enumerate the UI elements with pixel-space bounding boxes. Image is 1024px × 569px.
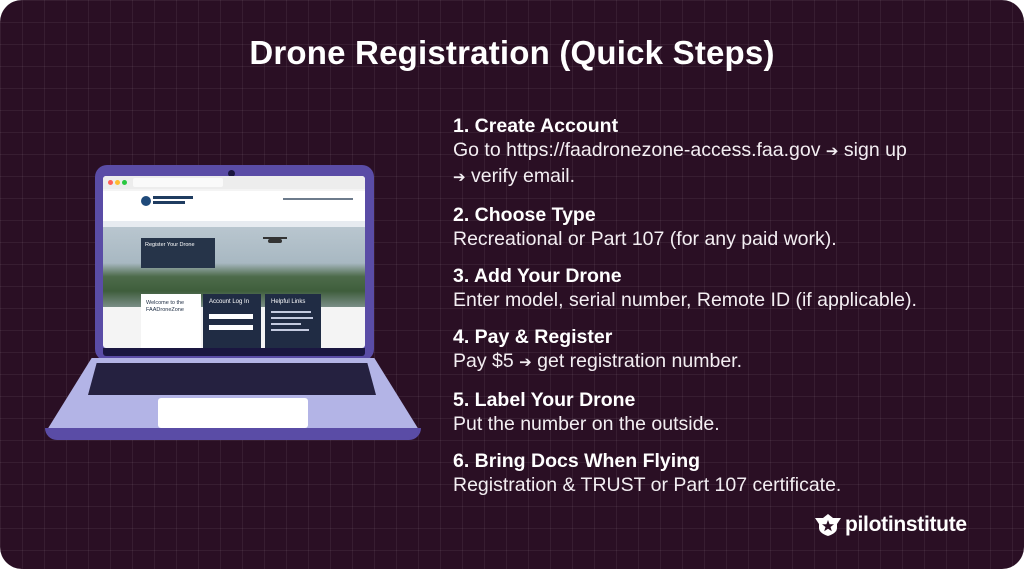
laptop-bezel: [103, 348, 365, 356]
browser-bar: [103, 176, 365, 189]
step-item: 3. Add Your Drone Enter model, serial nu…: [453, 264, 1003, 312]
password-field: [209, 325, 253, 330]
step-text: Pay $5: [453, 350, 514, 372]
step-text: Go to https://faadronezone-access.faa.go…: [453, 139, 821, 161]
page-title: Drone Registration (Quick Steps): [249, 34, 775, 71]
link-line: [271, 329, 309, 331]
step-description: Go to https://faadronezone-access.faa.go…: [453, 138, 1003, 190]
step-title: 1. Create Account: [453, 115, 619, 137]
step-description: Registration & TRUST or Part 107 certifi…: [453, 474, 842, 496]
webcam-icon: [228, 170, 235, 177]
maximize-dot-icon: [122, 180, 127, 185]
step-item: 1. Create Account Go to https://faadrone…: [453, 114, 1003, 190]
step-item: 6. Bring Docs When Flying Registration &…: [453, 449, 1003, 497]
step-title: 6. Bring Docs When Flying: [453, 450, 701, 472]
links-panel: Helpful Links: [265, 294, 321, 348]
brand-logo: pilotinstitute: [815, 513, 967, 537]
login-text: Account Log In: [209, 299, 250, 305]
trackpad: [158, 398, 308, 428]
minimize-dot-icon: [115, 180, 120, 185]
laptop-base-edge: [45, 428, 421, 440]
site-links: [283, 198, 353, 200]
arrow-icon: ➔: [825, 143, 839, 160]
welcome-panel: Welcome to the FAADroneZone: [141, 294, 201, 348]
step-item: 2. Choose Type Recreational or Part 107 …: [453, 203, 1003, 251]
login-panel: Account Log In: [203, 294, 261, 348]
site-header: [103, 191, 365, 221]
step-description: Put the number on the outside.: [453, 413, 720, 435]
step-description: Enter model, serial number, Remote ID (i…: [453, 289, 917, 311]
site-name-line: [153, 196, 193, 199]
laptop-screen: Register Your Drone Welcome to the FAADr…: [103, 176, 365, 348]
arrow-icon: ➔: [519, 354, 532, 371]
link-line: [271, 323, 301, 325]
step-description: Pay $5 ➔ get registration number.: [453, 349, 1003, 375]
step-title: 2. Choose Type: [453, 204, 596, 226]
login-field: [209, 314, 253, 319]
hero-box: Register Your Drone: [141, 238, 215, 268]
step-text: get registration number.: [537, 350, 743, 372]
step-item: 5. Label Your Drone Put the number on th…: [453, 388, 1003, 436]
drone-icon: [263, 237, 287, 239]
welcome-text: Welcome to the FAADroneZone: [146, 300, 185, 313]
close-dot-icon: [108, 180, 113, 185]
site-nav: [103, 221, 365, 227]
brand-name: pilotinstitute: [845, 513, 967, 536]
site-name-line: [153, 201, 185, 204]
step-title: 4. Pay & Register: [453, 326, 613, 348]
step-title: 5. Label Your Drone: [453, 389, 636, 411]
step-text: sign up: [843, 139, 907, 161]
step-item: 4. Pay & Register Pay $5 ➔ get registrat…: [453, 325, 1003, 375]
shield-star-icon: [815, 514, 841, 536]
keyboard-icon: [88, 363, 376, 395]
arrow-icon: ➔: [453, 169, 466, 186]
links-text: Helpful Links: [271, 299, 306, 305]
step-description: Recreational or Part 107 (for any paid w…: [453, 228, 837, 250]
step-text: verify email.: [471, 165, 576, 187]
drone-body: [268, 239, 282, 243]
link-line: [271, 317, 313, 319]
browser-tab: [133, 178, 223, 187]
hero-title: Register Your Drone: [145, 242, 195, 248]
steps-list: 1. Create Account Go to https://faadrone…: [453, 114, 1003, 510]
faa-seal-icon: [141, 196, 151, 206]
step-title: 3. Add Your Drone: [453, 265, 622, 287]
link-line: [271, 311, 311, 313]
